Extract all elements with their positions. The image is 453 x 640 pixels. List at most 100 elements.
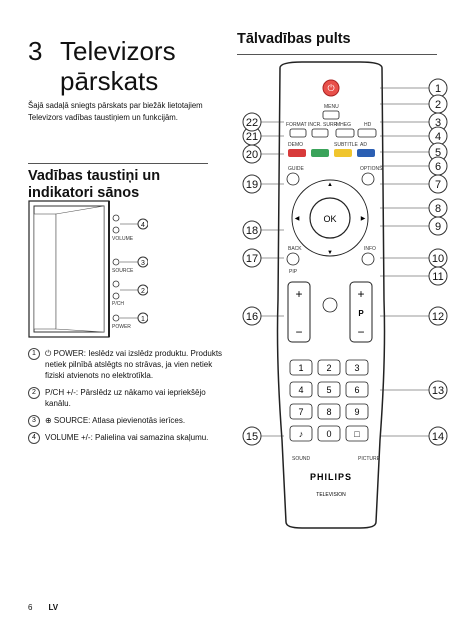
- callout-number: 1: [435, 83, 441, 95]
- tv-label-volume: VOLUME: [112, 236, 134, 242]
- back-button[interactable]: [286, 252, 300, 266]
- page-number: 6: [28, 603, 33, 612]
- options-button[interactable]: [361, 172, 375, 186]
- callout-number: 20: [246, 149, 258, 161]
- keypad-key-label: 8: [326, 407, 331, 417]
- remote-label-options: OPTIONS: [360, 166, 383, 172]
- callout-circle: [242, 426, 262, 446]
- mute-button[interactable]: [322, 297, 338, 313]
- callout-circle: [428, 174, 448, 194]
- callout-number: 5: [435, 147, 441, 159]
- callout-number: 6: [435, 161, 441, 173]
- keypad-key-8[interactable]: [317, 403, 341, 420]
- mheg-cancel-button[interactable]: [335, 128, 355, 138]
- callout-number: 21: [246, 131, 258, 143]
- power-button[interactable]: [322, 79, 340, 97]
- keypad-key-1[interactable]: [289, 359, 313, 376]
- format-button[interactable]: [289, 128, 307, 138]
- callout-number: 11: [432, 271, 443, 283]
- up-arrow-icon: ▲: [327, 182, 333, 188]
- keypad-key-label: 4: [298, 385, 303, 395]
- callout-number: 19: [246, 179, 258, 191]
- program-rocker[interactable]: [349, 281, 373, 343]
- red-button[interactable]: [288, 149, 306, 157]
- incr-surr-button[interactable]: [311, 128, 329, 138]
- callout-circle: [242, 306, 262, 326]
- power-icon: ⏻: [327, 83, 334, 93]
- legend-number: 4: [28, 432, 40, 444]
- tv-callout-3: 3: [141, 260, 145, 267]
- brand-logo: PHILIPS: [310, 472, 352, 482]
- keypad-key-label: 1: [298, 363, 303, 373]
- program-minus-icon: −: [357, 325, 364, 339]
- legend-item: 3 ⊕ SOURCE: Atlasa pievienotās ierīces.: [28, 415, 228, 427]
- tv-callout-2: 2: [141, 288, 145, 295]
- callout-number: 16: [246, 311, 258, 323]
- source-button[interactable]: [357, 128, 377, 138]
- callout-number: 13: [432, 385, 444, 397]
- callout-number: 14: [432, 431, 444, 443]
- model-label: TELEVISION: [316, 492, 346, 498]
- remote-label-picture: PICTURE: [358, 456, 381, 462]
- keypad-key-2[interactable]: [317, 359, 341, 376]
- legend-number: 3: [28, 415, 40, 427]
- remote-label-menu: MENU: [324, 104, 339, 110]
- callout-number: 17: [246, 253, 258, 265]
- keypad-key-0[interactable]: [317, 425, 341, 442]
- intro-paragraph: Šajā sadaļā sniegts pārskats par biežāk …: [28, 101, 203, 122]
- callout-circle: [428, 266, 448, 286]
- keypad-key-5[interactable]: [317, 381, 341, 398]
- legend-item: 4 VOLUME +/-: Palielina vai samazina skaļ…: [28, 432, 228, 444]
- volume-minus-icon: −: [295, 325, 302, 339]
- keypad-key-label: 5: [326, 385, 331, 395]
- right-arrow-icon: ▶: [361, 216, 366, 222]
- legend-text: ⏻ POWER: Ieslēdz vai izslēdz produktu. P…: [45, 349, 223, 380]
- volume-rocker[interactable]: [287, 281, 311, 343]
- chapter-title-line2: pārskats: [60, 66, 159, 96]
- tv-callout-4: 4: [141, 222, 145, 229]
- menu-button[interactable]: [322, 110, 340, 120]
- blue-button[interactable]: [357, 149, 375, 157]
- green-button[interactable]: [311, 149, 329, 157]
- callout-number: 18: [246, 225, 258, 237]
- program-label: P: [358, 309, 364, 318]
- info-button[interactable]: [361, 252, 375, 266]
- legend-text: ⊕ SOURCE: Atlasa pievienotās ierīces.: [45, 416, 186, 425]
- keypad-key-label: 6: [354, 385, 359, 395]
- tv-label-pch: P/CH: [112, 301, 124, 307]
- callout-circle: [428, 216, 448, 236]
- keypad-key-6[interactable]: [345, 381, 369, 398]
- remote-label-format: FORMAT: [286, 122, 307, 128]
- keypad-key-3[interactable]: [345, 359, 369, 376]
- legend-text: VOLUME +/-: Palielina vai samazina skaļu…: [45, 433, 209, 442]
- ok-label: OK: [323, 214, 336, 224]
- remote-label-pip: PIP: [289, 269, 298, 275]
- callout-circle: [242, 112, 262, 132]
- callout-number: 9: [435, 221, 441, 233]
- keypad-key-0-label: 0: [326, 429, 331, 439]
- sound-button[interactable]: [289, 425, 313, 442]
- callout-circle: [428, 426, 448, 446]
- callout-number: 2: [435, 99, 441, 111]
- keypad-key-7[interactable]: [289, 403, 313, 420]
- chapter-title-line1: Televizors: [60, 36, 176, 66]
- remote-label-incr-surr: INCR. SURR: [308, 122, 338, 128]
- down-arrow-icon: ▼: [327, 250, 333, 256]
- volume-plus-icon: +: [295, 287, 302, 301]
- ok-button[interactable]: [309, 197, 351, 239]
- callout-number: 22: [246, 117, 258, 129]
- picture-button[interactable]: [345, 425, 369, 442]
- yellow-button[interactable]: [334, 149, 352, 157]
- keypad-key-9[interactable]: [345, 403, 369, 420]
- keypad-key-4[interactable]: [289, 381, 313, 398]
- guide-button[interactable]: [286, 172, 300, 186]
- remote-label-hd: HD: [364, 122, 372, 128]
- sound-button-label: ♪: [299, 429, 304, 439]
- left-arrow-icon: ◀: [295, 216, 300, 222]
- program-plus-icon: +: [357, 287, 364, 301]
- callout-circle: [428, 306, 448, 326]
- remote-label-back: BACK: [288, 246, 302, 252]
